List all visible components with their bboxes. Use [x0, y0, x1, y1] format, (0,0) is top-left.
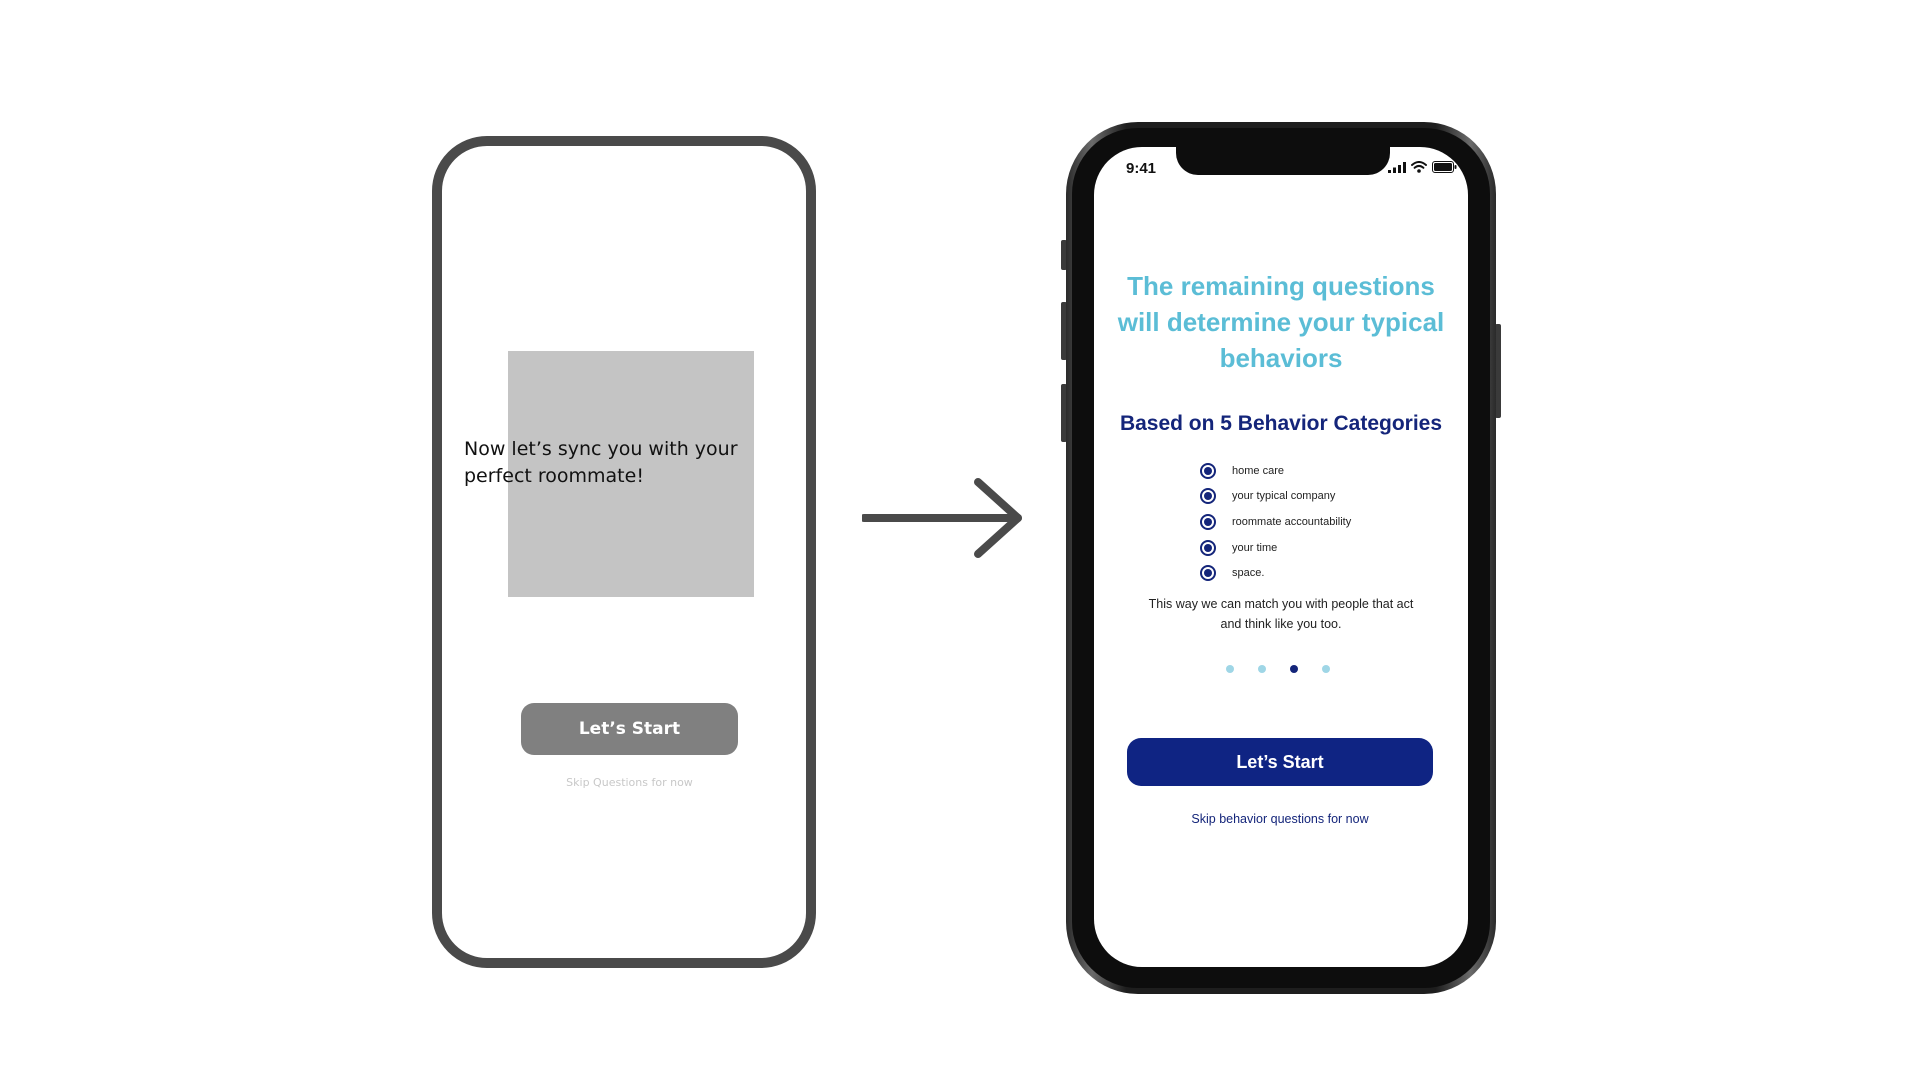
volume-down-button — [1061, 384, 1067, 442]
volume-up-button — [1061, 302, 1067, 360]
list-item: roommate accountability — [1200, 509, 1351, 535]
category-label: home care — [1232, 464, 1284, 477]
categories-subheading: Based on 5 Behavior Categories — [1119, 412, 1443, 435]
category-label: roommate accountability — [1232, 515, 1352, 528]
category-label: space. — [1232, 567, 1265, 580]
signal-icon — [1388, 161, 1406, 173]
category-label: your time — [1232, 541, 1278, 554]
behavior-category-list: home care your typical company roommate … — [1200, 458, 1351, 586]
wifi-icon — [1411, 161, 1427, 173]
arrow-right-icon — [862, 478, 1022, 558]
radio-selected-icon — [1200, 488, 1216, 505]
mute-switch — [1061, 240, 1067, 270]
status-icons — [1388, 161, 1457, 173]
list-item: space. — [1200, 560, 1351, 586]
battery-icon — [1432, 161, 1457, 173]
start-button[interactable]: Let’s Start — [1127, 738, 1433, 786]
pagination-dots — [1226, 665, 1330, 673]
radio-selected-icon — [1200, 539, 1216, 556]
wireframe-skip-link[interactable]: Skip Questions for now — [566, 776, 693, 789]
headline: The remaining questions will determine y… — [1117, 271, 1445, 373]
power-button — [1495, 324, 1501, 418]
radio-selected-icon — [1200, 462, 1216, 479]
wireframe-start-button[interactable]: Let’s Start — [521, 703, 738, 755]
list-item: home care — [1200, 458, 1351, 484]
radio-selected-icon — [1200, 565, 1216, 582]
phone-screen — [1094, 147, 1468, 967]
pagination-dot-1[interactable] — [1226, 665, 1234, 673]
skip-behavior-questions-link[interactable]: Skip behavior questions for now — [1191, 812, 1369, 826]
category-label: your typical company — [1232, 490, 1336, 503]
pagination-dot-3-active[interactable] — [1290, 665, 1298, 673]
radio-selected-icon — [1200, 513, 1216, 530]
pagination-dot-2[interactable] — [1258, 665, 1266, 673]
explanation-text: This way we can match you with people th… — [1148, 597, 1414, 631]
status-time: 9:41 — [1126, 160, 1157, 177]
list-item: your typical company — [1200, 484, 1351, 510]
image-placeholder — [508, 351, 754, 597]
list-item: your time — [1200, 535, 1351, 561]
phone-notch — [1176, 141, 1390, 175]
wireframe-prompt-text: Now let’s sync you with your perfect roo… — [464, 438, 738, 487]
pagination-dot-4[interactable] — [1322, 665, 1330, 673]
